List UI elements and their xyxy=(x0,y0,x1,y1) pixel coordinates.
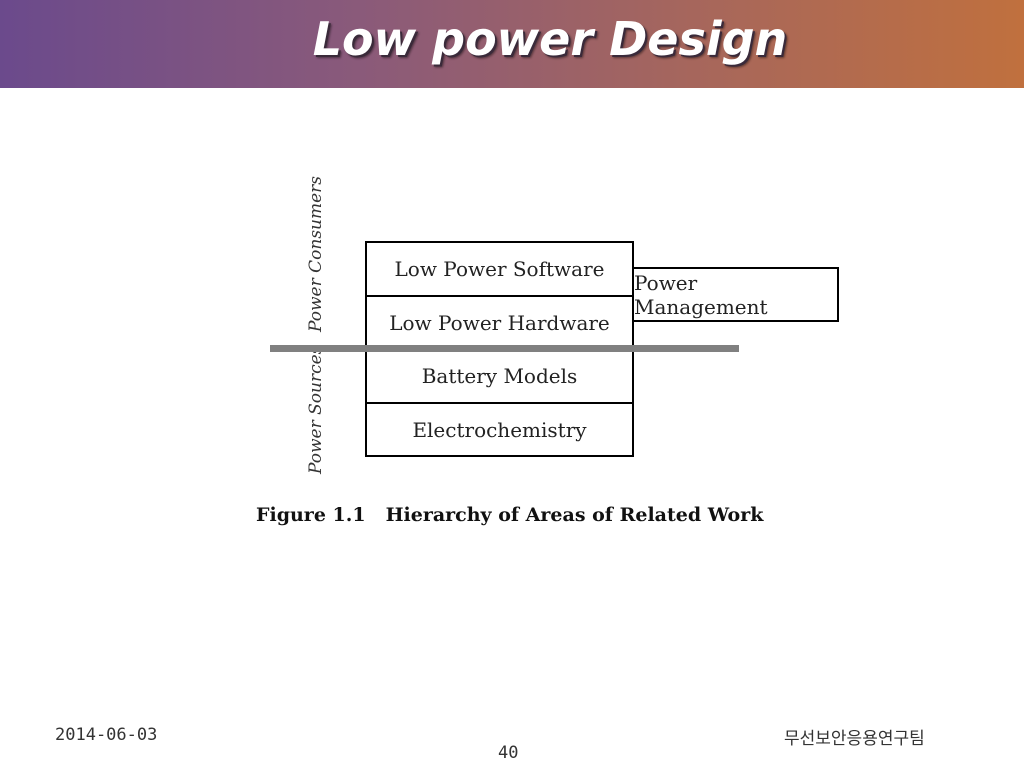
power-consumers-label: Power Consumers xyxy=(306,175,326,332)
footer-date: 2014-06-03 xyxy=(55,725,158,745)
figure-number: Figure 1.1 xyxy=(256,504,366,526)
figure-caption-text: Hierarchy of Areas of Related Work xyxy=(385,504,764,526)
footer-org: 무선보안응용연구팀 xyxy=(784,729,925,749)
page-number: 40 xyxy=(498,743,519,763)
power-sources-label: Power Sources xyxy=(306,345,326,474)
title-bar: Low power Design xyxy=(0,0,1024,88)
low-power-hardware-box: Low Power Hardware xyxy=(365,295,634,350)
figure-caption: Figure 1.1 Hierarchy of Areas of Related … xyxy=(256,504,763,526)
slide-title: Low power Design xyxy=(312,12,788,66)
battery-models-box: Battery Models xyxy=(365,348,634,404)
power-management-box: Power Management xyxy=(632,267,839,322)
low-power-software-box: Low Power Software xyxy=(365,241,634,297)
electrochemistry-box: Electrochemistry xyxy=(365,402,634,457)
consumer-source-divider xyxy=(270,345,739,352)
